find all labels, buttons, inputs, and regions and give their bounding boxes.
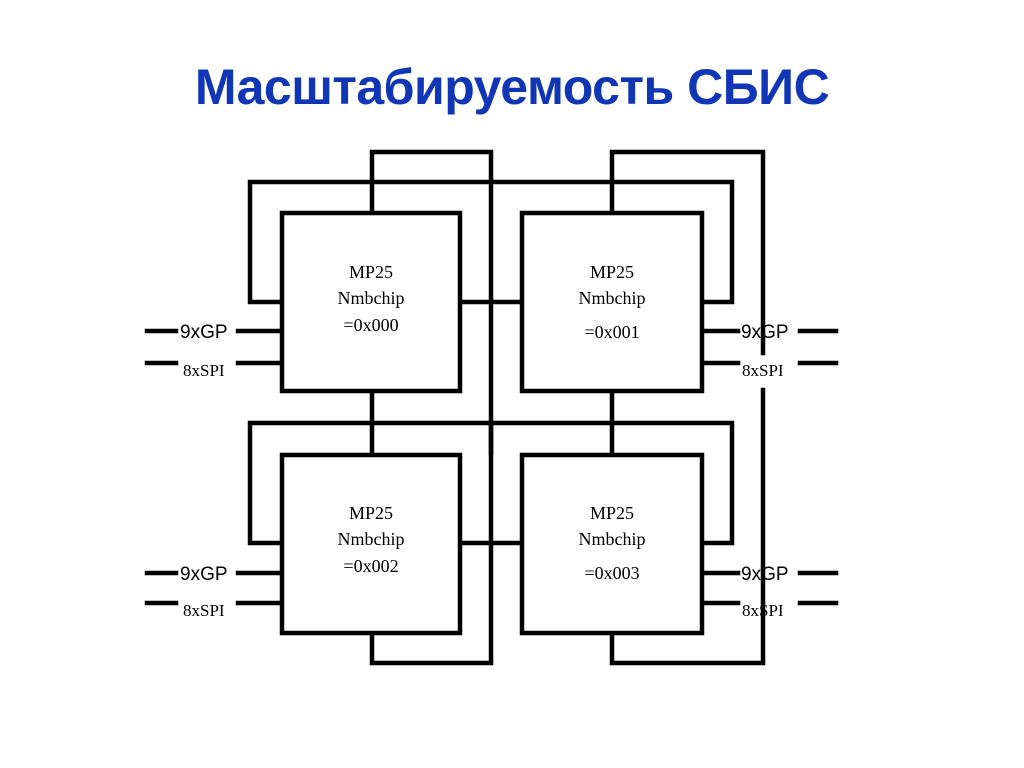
chip-2-name: MP25 xyxy=(349,503,393,523)
port-spi-label-right-bottom: 8xSPI xyxy=(742,601,784,620)
chip-3-address: =0x003 xyxy=(584,563,639,583)
chip-3-box xyxy=(519,452,705,636)
wire-top-bus xyxy=(247,179,735,305)
chip-2: MP25 Nmbchip =0x002 xyxy=(279,452,463,636)
chip-0: MP25 Nmbchip =0x000 xyxy=(279,210,463,394)
chip-1-name: MP25 xyxy=(590,262,634,282)
chip-1-label: Nmbchip xyxy=(579,288,646,308)
wire-bottom-right-loop xyxy=(609,387,766,666)
port-gp-label-left-top: 9xGP xyxy=(180,322,228,343)
chip-2-address: =0x002 xyxy=(343,556,398,576)
chip-2-label: Nmbchip xyxy=(338,529,405,549)
port-spi-label-left-top: 8xSPI xyxy=(183,361,225,380)
chip-0-box xyxy=(279,210,463,394)
port-gp-label-right-top: 9xGP xyxy=(741,322,789,343)
chip-3: MP25 Nmbchip =0x003 xyxy=(519,452,705,636)
chip-2-box xyxy=(279,452,463,636)
chip-0-address: =0x000 xyxy=(343,315,398,335)
chip-3-label: Nmbchip xyxy=(579,529,646,549)
port-spi-label-right-top: 8xSPI xyxy=(742,361,784,380)
chip-0-name: MP25 xyxy=(349,262,393,282)
port-gp-label-left-bottom: 9xGP xyxy=(180,564,228,585)
interconnect-wires xyxy=(144,149,839,666)
port-gp-label-right-bottom: 9xGP xyxy=(741,564,789,585)
port-spi-label-left-bottom: 8xSPI xyxy=(183,601,225,620)
slide-title: Масштабируемость СБИС xyxy=(194,59,830,115)
chip-1-address: =0x001 xyxy=(584,322,639,342)
chip-3-name: MP25 xyxy=(590,503,634,523)
chip-1: MP25 Nmbchip =0x001 xyxy=(519,210,705,394)
chip-1-box xyxy=(519,210,705,394)
wire-bottom-left-loop xyxy=(369,420,494,666)
chip-0-label: Nmbchip xyxy=(338,288,405,308)
